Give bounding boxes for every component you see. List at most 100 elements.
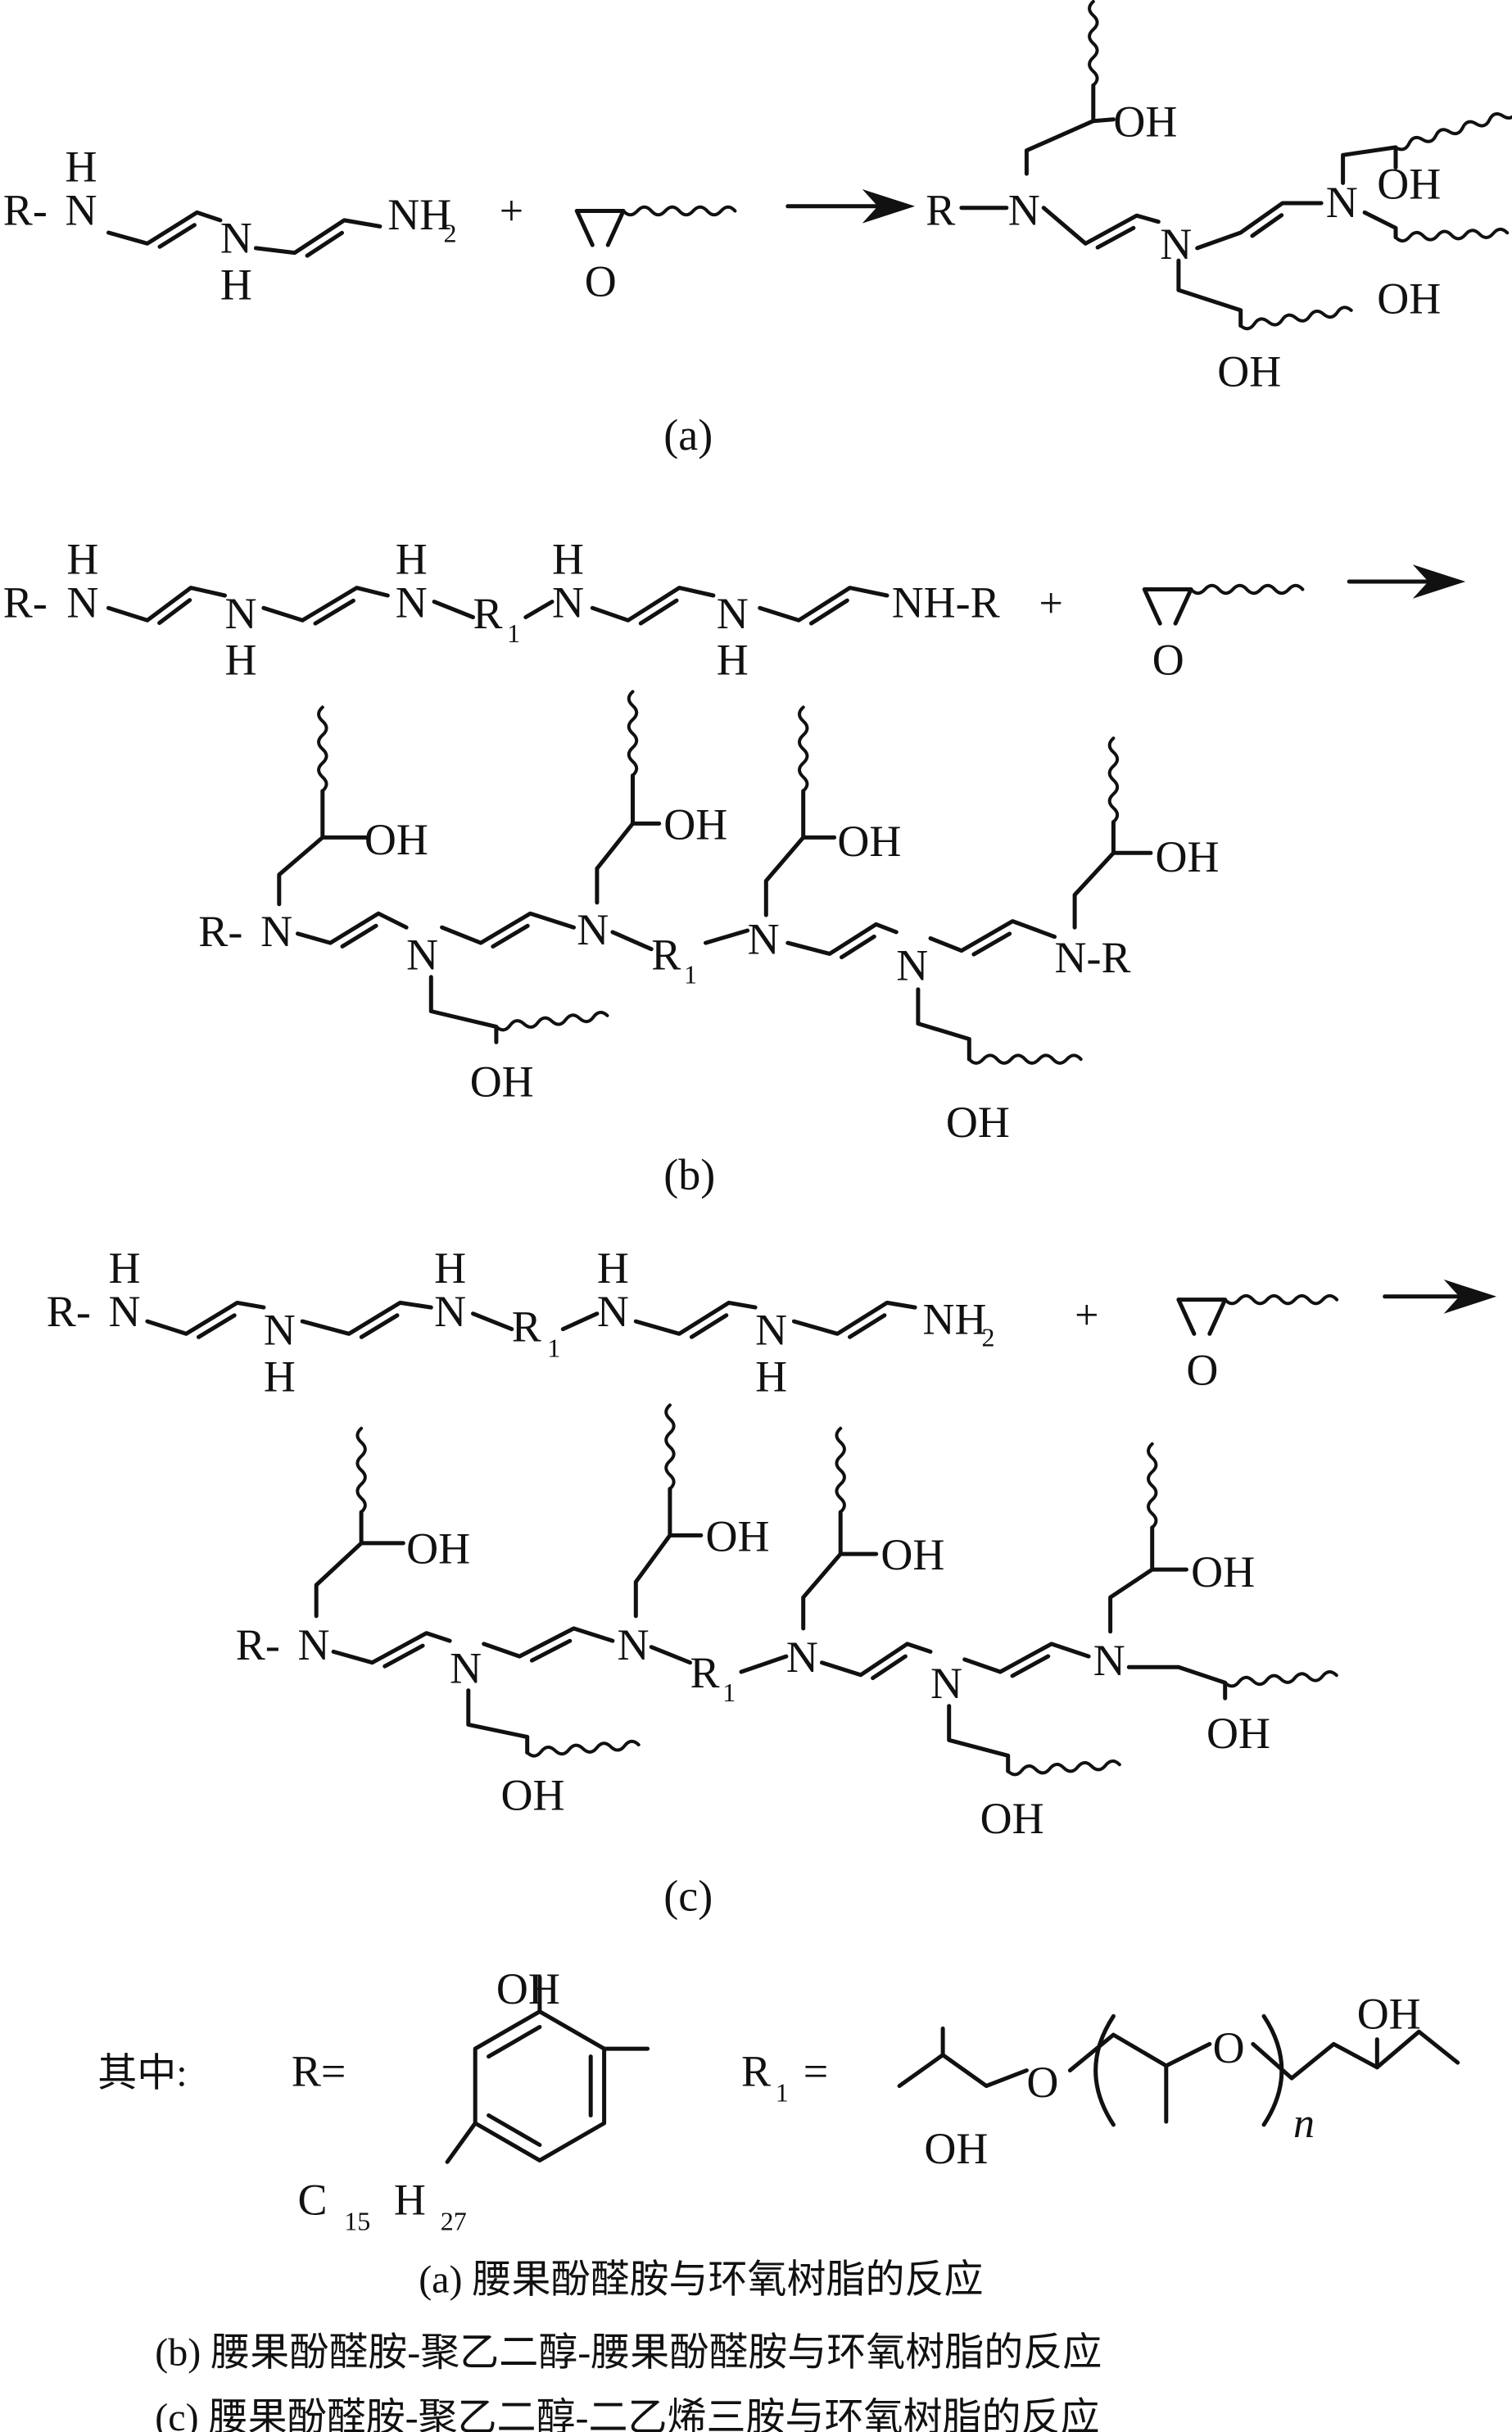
atom-label-42: N-R bbox=[1055, 933, 1131, 982]
atom-label-57: NH bbox=[923, 1294, 987, 1343]
atom-label-3: N bbox=[220, 214, 252, 263]
atom-label-2: H bbox=[66, 143, 97, 192]
atom-label-66: OH bbox=[706, 1511, 770, 1560]
wavy-bond-13 bbox=[1223, 1293, 1339, 1306]
atom-label-13: OH bbox=[1377, 274, 1441, 324]
bond-66 bbox=[897, 2053, 1029, 2088]
atom-label-8: OH bbox=[1113, 97, 1177, 147]
right-paren bbox=[1261, 2013, 1284, 2127]
bond-53 bbox=[739, 1654, 789, 1674]
atom-label-29: R- bbox=[198, 907, 242, 956]
ring-double-bond bbox=[487, 2025, 542, 2059]
atom-label-63: N bbox=[450, 1643, 482, 1692]
atom-label-74: OH bbox=[1191, 1547, 1255, 1596]
double-bond-38 bbox=[359, 1313, 400, 1339]
atom-label-44: R- bbox=[47, 1287, 91, 1336]
atom-label-71: N bbox=[930, 1659, 962, 1708]
bond-14 bbox=[261, 586, 390, 623]
amine-nh2: NH bbox=[387, 190, 451, 239]
wavy-bond-18 bbox=[1006, 1759, 1121, 1777]
double-bond-37 bbox=[197, 1313, 237, 1339]
label-c: (c) bbox=[663, 1872, 713, 1921]
bond-44 bbox=[1176, 1298, 1197, 1336]
ring-double-bond bbox=[487, 2113, 542, 2147]
bond-15 bbox=[432, 600, 475, 619]
double-bond-42 bbox=[848, 1313, 887, 1339]
atom-label-7: N bbox=[1008, 186, 1040, 235]
atom-label-78: 27 bbox=[441, 2207, 467, 2236]
bond-18 bbox=[758, 586, 890, 623]
wavy-bond-6 bbox=[1189, 583, 1305, 596]
bond-21 bbox=[277, 789, 325, 907]
atom-label-54: H bbox=[597, 1243, 629, 1293]
atom-label-47: N bbox=[264, 1306, 296, 1355]
wavy-bond-20 bbox=[1223, 1670, 1338, 1688]
double-bond-2 bbox=[305, 230, 344, 258]
atom-label-39: OH bbox=[837, 817, 901, 866]
atom-label-50: H bbox=[434, 1243, 466, 1293]
atom-label-72: OH bbox=[980, 1794, 1044, 1843]
bond-7 bbox=[1091, 117, 1116, 124]
legend-r1: R bbox=[741, 2047, 771, 2096]
atom-label-28: + bbox=[1039, 581, 1063, 627]
bond-30 bbox=[763, 789, 806, 917]
double-bond-18 bbox=[809, 598, 849, 626]
atom-label-15: N bbox=[66, 578, 98, 627]
atom-label-40: N bbox=[896, 941, 928, 990]
legend-phenol-oh: OH bbox=[496, 1964, 560, 2013]
bond-35 bbox=[1072, 820, 1116, 930]
legend-n: n bbox=[1293, 2100, 1315, 2147]
wavy-bond-1 bbox=[622, 205, 737, 217]
bond-61 bbox=[1126, 1664, 1228, 1701]
atom-label-76: 15 bbox=[344, 2207, 370, 2236]
bond-33 bbox=[916, 987, 971, 1062]
atom-label-27: NH-R bbox=[892, 578, 1000, 627]
bond-12 bbox=[1362, 210, 1398, 240]
bond-34 bbox=[928, 919, 1057, 953]
wavy-bond-2 bbox=[1088, 0, 1099, 88]
atom-label-79: 1 bbox=[776, 2078, 789, 2108]
atom-label-12: OH bbox=[1377, 159, 1441, 208]
atom-label-46: H bbox=[109, 1243, 141, 1293]
atom-label-21: R bbox=[473, 589, 503, 638]
atom-label-34: N bbox=[577, 905, 609, 954]
atom-label-6: R bbox=[926, 186, 955, 235]
double-bond-49 bbox=[529, 1638, 573, 1663]
atom-label-16: H bbox=[66, 535, 98, 584]
bond-29 bbox=[704, 928, 750, 945]
atom-label-37: 1 bbox=[684, 959, 697, 989]
atom-label-56: H bbox=[755, 1352, 787, 1401]
bond-42 bbox=[791, 1300, 917, 1336]
bond-50 bbox=[633, 1487, 672, 1619]
atom-label-53: N bbox=[597, 1287, 629, 1336]
bond-20 bbox=[1142, 587, 1162, 626]
double-bond-8 bbox=[1095, 225, 1136, 250]
atom-label-60: R- bbox=[236, 1620, 280, 1669]
bond-68 bbox=[1067, 2032, 1212, 2073]
atom-label-38: N bbox=[748, 914, 780, 963]
bond-10 bbox=[1195, 201, 1324, 251]
wavy-bonds bbox=[317, 0, 1512, 1777]
atom-label-49: N bbox=[434, 1287, 466, 1336]
atom-label-10: OH bbox=[1217, 346, 1281, 396]
atom-label-9: N bbox=[1160, 220, 1192, 269]
double-bond-13 bbox=[157, 598, 192, 625]
atom-label-59: + bbox=[1075, 1293, 1098, 1339]
bond-47 bbox=[331, 1631, 452, 1665]
wavy-bond-4 bbox=[1394, 112, 1512, 152]
legend-c15h27: C bbox=[298, 2176, 328, 2225]
bond-48 bbox=[466, 1688, 530, 1755]
epoxide-oxygen: O bbox=[1186, 1346, 1218, 1395]
atom-label-35: OH bbox=[663, 799, 727, 849]
bond-37 bbox=[145, 1300, 266, 1336]
wavy-bond-9 bbox=[627, 690, 639, 777]
bond-56 bbox=[820, 1642, 933, 1678]
bond-49 bbox=[482, 1626, 615, 1659]
atom-label-68: 1 bbox=[722, 1678, 736, 1707]
atom-label-61: N bbox=[298, 1620, 330, 1669]
atom-label-33: OH bbox=[470, 1057, 534, 1107]
wavy-bond-11 bbox=[967, 1053, 1083, 1065]
bond-65 bbox=[445, 2121, 478, 2164]
atom-label-45: N bbox=[109, 1287, 141, 1336]
